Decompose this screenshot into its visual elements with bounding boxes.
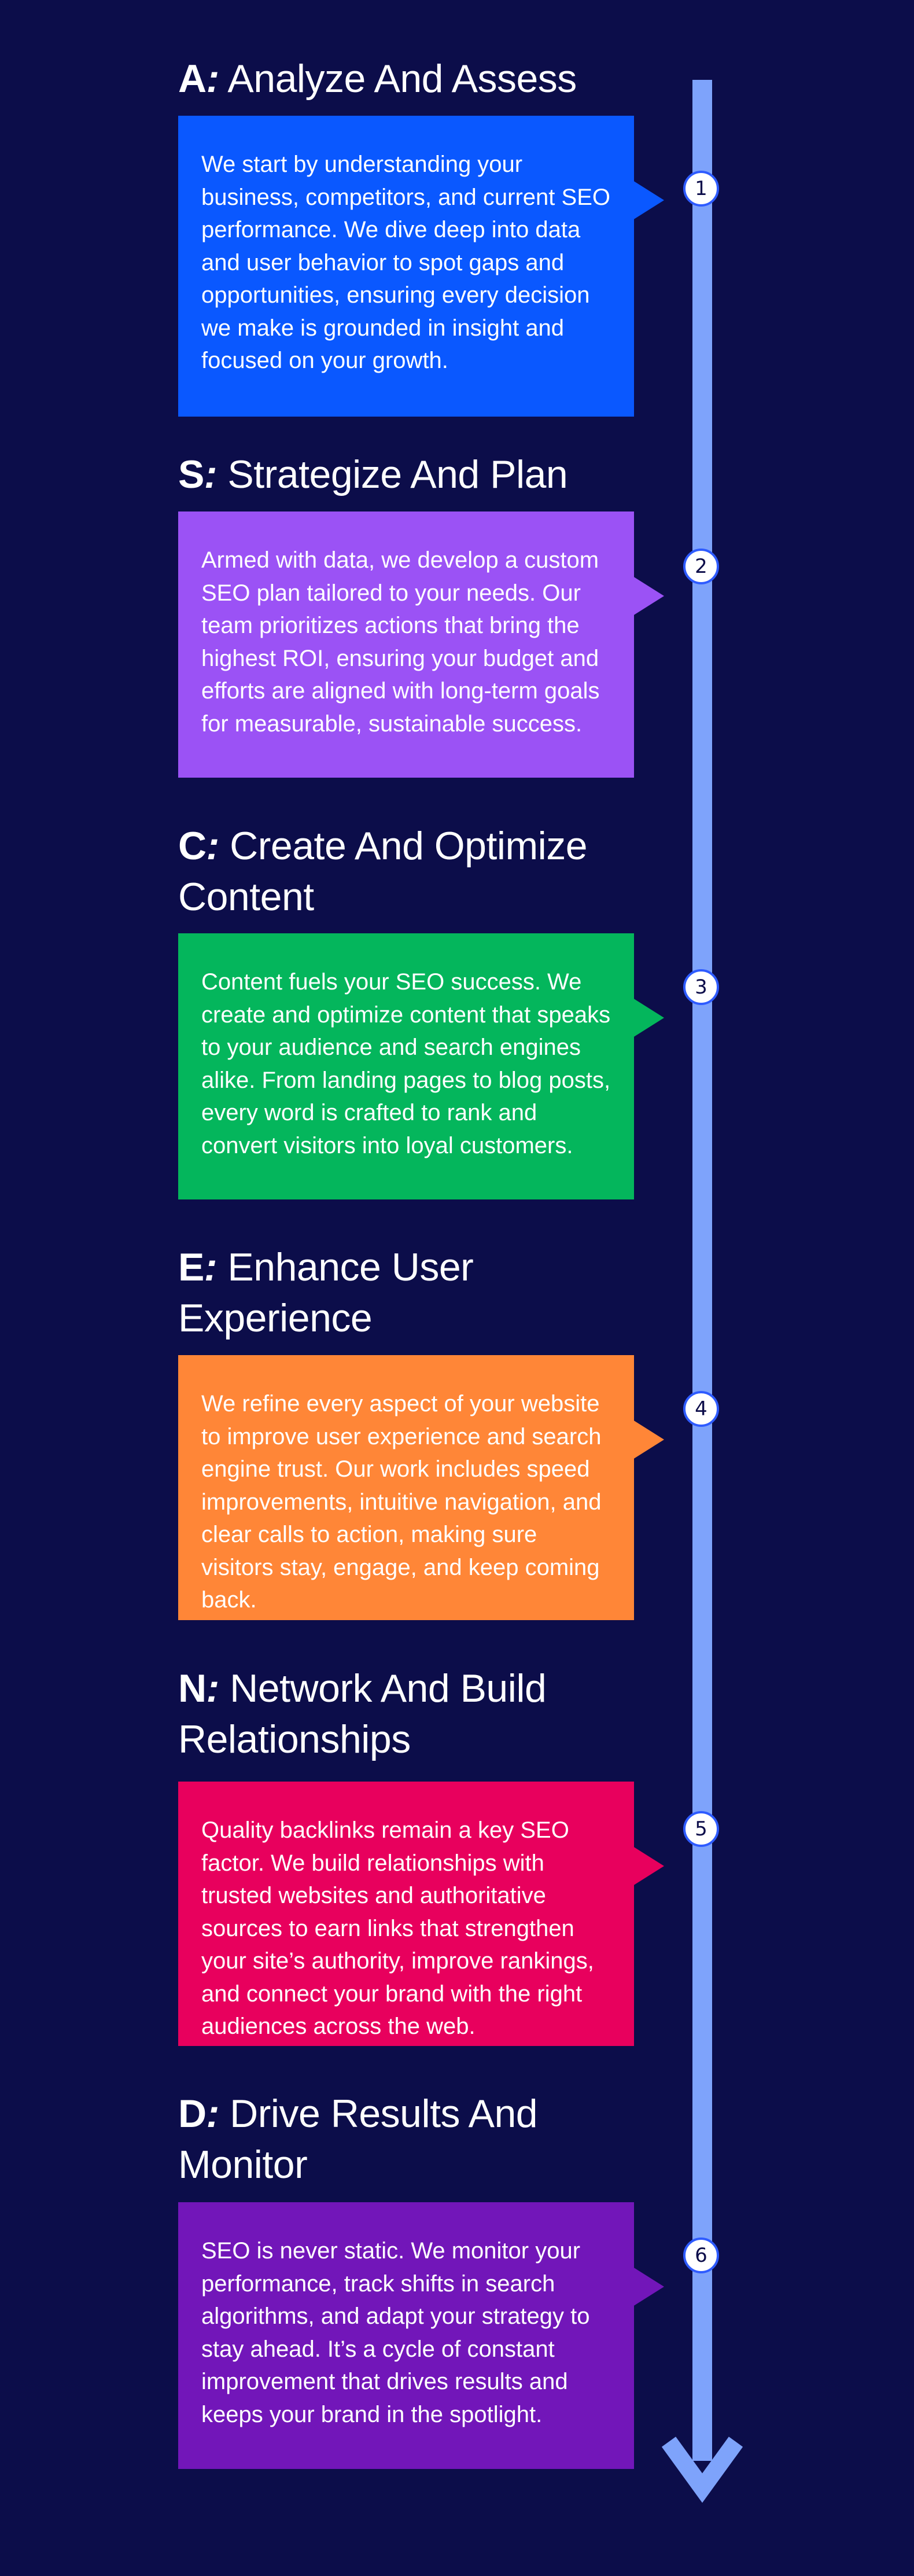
step-title: D: Drive Results And Monitor xyxy=(178,2088,676,2190)
step-colon: : xyxy=(204,452,218,496)
step-colon: : xyxy=(204,1245,218,1289)
step-card: SEO is never static. We monitor your per… xyxy=(178,2202,664,2469)
step-description: SEO is never static. We monitor your per… xyxy=(201,2238,590,2427)
step-colon: : xyxy=(206,57,220,101)
arrow-down-icon xyxy=(662,2437,743,2503)
step-colon: : xyxy=(206,2092,220,2136)
step-card: Quality backlinks remain a key SEO facto… xyxy=(178,1782,664,2046)
step-heading: Analyze And Assess xyxy=(219,57,577,101)
step-letter: S xyxy=(178,452,204,496)
step-letter: C xyxy=(178,824,207,868)
step-letter: N xyxy=(178,1666,207,1710)
step-description: We start by understanding your business,… xyxy=(201,152,610,373)
step-number-badge: 1 xyxy=(683,171,719,207)
step-title: A: Analyze And Assess xyxy=(178,53,676,104)
step-heading: Drive Results And Monitor xyxy=(178,2092,538,2187)
step-heading: Strategize And Plan xyxy=(217,452,568,496)
step-card: We start by understanding your business,… xyxy=(178,116,664,417)
step-description: Content fuels your SEO success. We creat… xyxy=(201,969,611,1158)
step-card: We refine every aspect of your website t… xyxy=(178,1355,664,1620)
step-number-badge: 4 xyxy=(683,1391,719,1427)
step-description: We refine every aspect of your website t… xyxy=(201,1391,602,1613)
step-letter: D xyxy=(178,2092,207,2136)
step-title: E: Enhance User Experience xyxy=(178,1242,676,1344)
step-title: N: Network And Build Relationships xyxy=(178,1663,676,1765)
step-number-badge: 5 xyxy=(683,1811,719,1847)
step-card: Content fuels your SEO success. We creat… xyxy=(178,933,664,1199)
step-heading: Enhance User Experience xyxy=(178,1245,474,1340)
step-colon: : xyxy=(206,824,220,868)
step-letter: A xyxy=(178,57,207,101)
step-heading: Network And Build Relationships xyxy=(178,1666,547,1761)
step-number-badge: 6 xyxy=(683,2238,719,2273)
step-number-badge: 2 xyxy=(683,549,719,584)
step-card: Armed with data, we develop a custom SEO… xyxy=(178,511,664,778)
step-title: S: Strategize And Plan xyxy=(178,449,676,500)
step-colon: : xyxy=(206,1666,220,1710)
step-description: Armed with data, we develop a custom SEO… xyxy=(201,547,600,737)
step-number-badge: 3 xyxy=(683,969,719,1005)
step-heading: Create And Optimize Content xyxy=(178,824,588,919)
step-description: Quality backlinks remain a key SEO facto… xyxy=(201,1817,594,2039)
step-title: C: Create And Optimize Content xyxy=(178,820,676,922)
step-letter: E xyxy=(178,1245,204,1289)
timeline-track xyxy=(692,80,712,2461)
